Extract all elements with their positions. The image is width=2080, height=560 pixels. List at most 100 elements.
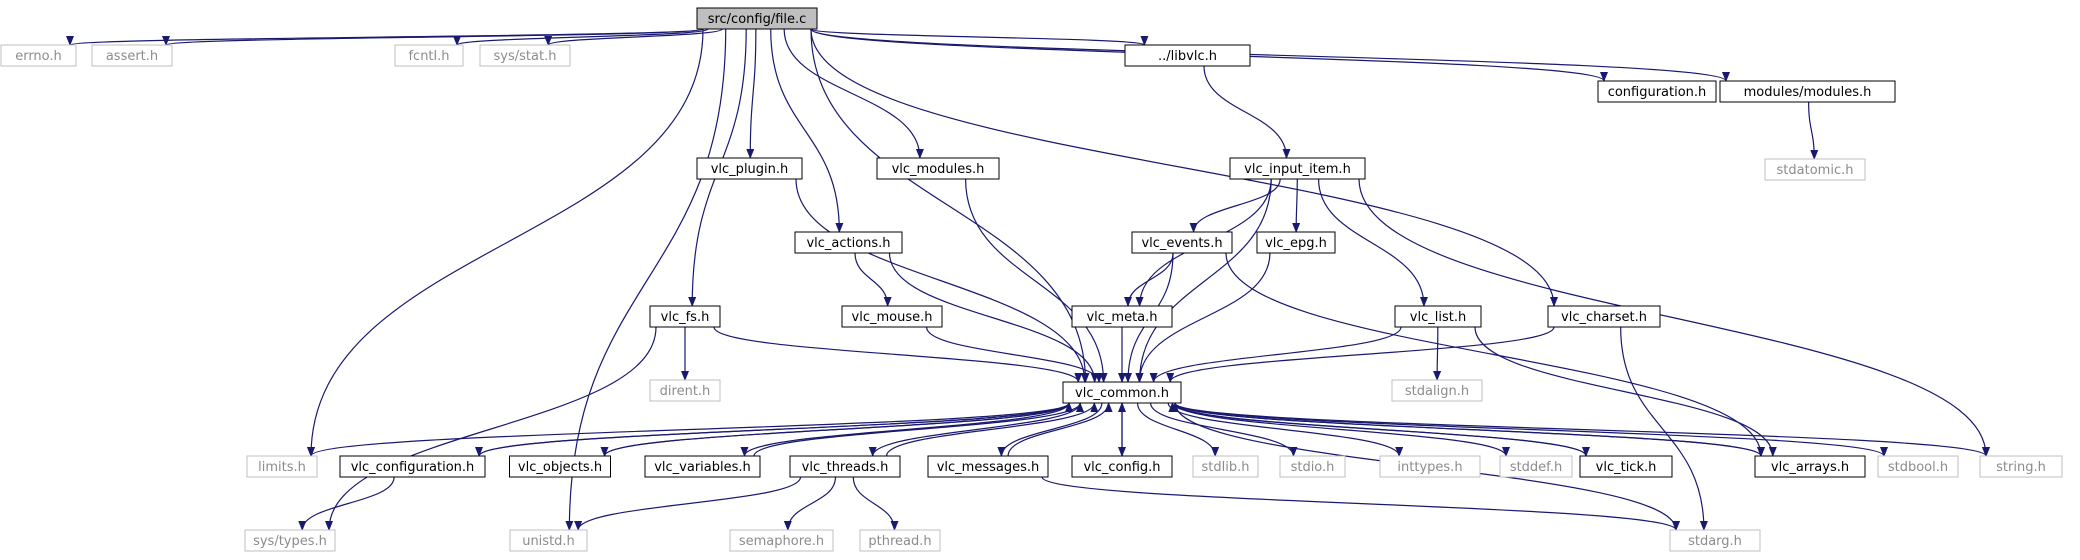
node-vlc-configuration[interactable]: vlc_configuration.h (339, 455, 486, 478)
edge-libvlc-to-vlc-input-item (1203, 65, 1291, 159)
node-vlc-common[interactable]: vlc_common.h (1062, 381, 1182, 404)
edge-file-c-to-unistd (565, 28, 727, 531)
node-label: ../libvlc.h (1158, 49, 1217, 64)
node-label: limits.h (258, 460, 306, 475)
node-label: vlc_epg.h (1265, 236, 1327, 251)
node-label: vlc_input_item.h (1244, 162, 1351, 177)
node-box (1131, 231, 1233, 254)
nodes-layer: src/config/file.c errno.h assert.h fcntl.h s… (0, 7, 2063, 552)
node-label: vlc_plugin.h (711, 162, 789, 177)
node-label: errno.h (15, 49, 62, 64)
node-vlc-plugin[interactable]: vlc_plugin.h (696, 157, 803, 180)
edge-vlc-input-item-to-vlc-events (1189, 178, 1281, 233)
node-label: stdalign.h (1405, 384, 1469, 399)
edge-vlc-common-to-stdlib (1136, 402, 1220, 457)
node-box (1597, 80, 1717, 103)
node-box (244, 529, 336, 552)
edge-vlc-list-to-vlc-common (1149, 326, 1402, 383)
edge-vlc-input-item-to-vlc-epg (1292, 178, 1301, 233)
node-systypes: sys/types.h (244, 529, 336, 552)
node-box (1669, 529, 1761, 552)
edge-vlc-common-to-limits (307, 402, 1070, 457)
edge-vlc-input-item-to-vlc-common (1135, 178, 1272, 383)
node-configuration[interactable]: configuration.h (1597, 80, 1717, 103)
node-pthread: pthread.h (859, 529, 941, 552)
node-label: stdlib.h (1202, 460, 1250, 475)
node-box (644, 455, 761, 478)
node-vlc-tick[interactable]: vlc_tick.h (1579, 455, 1673, 478)
edge-vlc-common-to-string (1174, 402, 1990, 457)
edge-vlc-list-to-vlc-arrays (1474, 326, 1777, 457)
edge-modules-to-stdatomic (1808, 101, 1819, 160)
node-label: vlc_events.h (1141, 236, 1222, 251)
node-file-c[interactable]: src/config/file.c (696, 7, 818, 30)
node-box (1192, 455, 1259, 478)
edge-file-c-to-vlc-actions (770, 28, 844, 233)
node-box (1719, 80, 1896, 103)
node-modules[interactable]: modules/modules.h (1719, 80, 1896, 103)
edge-vlc-threads-to-semaphore (783, 476, 837, 531)
node-vlc-mouse[interactable]: vlc_mouse.h (841, 305, 943, 328)
edge-file-c-to-vlc-plugin (746, 28, 757, 159)
node-box (794, 231, 903, 254)
node-errno: errno.h (0, 44, 77, 67)
node-box (696, 7, 818, 30)
edge-vlc-charset-to-vlc-common (1166, 326, 1555, 383)
node-stdalign: stdalign.h (1391, 379, 1483, 402)
node-stdlib: stdlib.h (1192, 455, 1259, 478)
node-label: vlc_modules.h (892, 162, 985, 177)
node-vlc-meta[interactable]: vlc_meta.h (1071, 305, 1173, 328)
node-limits: limits.h (246, 455, 318, 478)
node-vlc-charset[interactable]: vlc_charset.h (1547, 305, 1661, 328)
edge-file-c-to-limits (307, 28, 704, 457)
node-unistd: unistd.h (509, 529, 588, 552)
node-label: stdatomic.h (1777, 163, 1854, 178)
node-box (1071, 455, 1173, 478)
node-label: vlc_mouse.h (852, 310, 933, 325)
edge-file-c-to-fcntl (453, 28, 709, 46)
edge-file-c-to-vlc-common (810, 28, 1090, 383)
edge-vlc-mouse-to-vlc-common (925, 326, 1103, 383)
node-vlc-variables[interactable]: vlc_variables.h (644, 455, 761, 478)
node-vlc-arrays[interactable]: vlc_arrays.h (1754, 455, 1866, 478)
node-vlc-messages[interactable]: vlc_messages.h (927, 455, 1049, 478)
node-sysstat: sys/stat.h (479, 44, 571, 67)
node-box (1877, 455, 1959, 478)
node-box (649, 379, 721, 402)
node-vlc-list[interactable]: vlc_list.h (1394, 305, 1482, 328)
node-label: sys/types.h (253, 534, 327, 549)
node-assert: assert.h (91, 44, 173, 67)
node-label: configuration.h (1608, 85, 1707, 100)
edge-vlc-common-to-stdbool (1174, 402, 1888, 457)
node-box (91, 44, 173, 67)
node-vlc-threads[interactable]: vlc_threads.h (789, 455, 901, 478)
edge-vlc-events-to-vlc-meta (1124, 252, 1174, 307)
node-dirent: dirent.h (649, 379, 721, 402)
node-label: src/config/file.c (708, 12, 807, 27)
node-label: semaphore.h (739, 534, 824, 549)
edge-file-c-to-sysstat (544, 28, 723, 46)
node-vlc-objects[interactable]: vlc_objects.h (509, 455, 611, 478)
node-libvlc[interactable]: ../libvlc.h (1124, 44, 1251, 67)
node-box (841, 305, 943, 328)
node-inttypes: inttypes.h (1379, 455, 1481, 478)
edge-vlc-fs-to-vlc-common (713, 326, 1083, 383)
node-vlc-input-item[interactable]: vlc_input_item.h (1229, 157, 1366, 180)
node-vlc-fs[interactable]: vlc_fs.h (649, 305, 721, 328)
node-vlc-events[interactable]: vlc_events.h (1131, 231, 1233, 254)
node-vlc-epg[interactable]: vlc_epg.h (1256, 231, 1336, 254)
node-vlc-modules[interactable]: vlc_modules.h (876, 157, 1000, 180)
node-box (1754, 455, 1866, 478)
edge-vlc-variables-to-vlc-common (753, 402, 1084, 457)
node-vlc-actions[interactable]: vlc_actions.h (794, 231, 903, 254)
node-box (509, 529, 588, 552)
node-box (1394, 305, 1482, 328)
node-box (1229, 157, 1366, 180)
edge-file-c-to-modules (810, 28, 1730, 82)
node-label: vlc_arrays.h (1771, 460, 1849, 475)
node-vlc-config[interactable]: vlc_config.h (1071, 455, 1173, 478)
node-box (1391, 379, 1483, 402)
node-label: vlc_configuration.h (351, 460, 475, 475)
node-fcntl: fcntl.h (394, 44, 464, 67)
node-box (927, 455, 1049, 478)
